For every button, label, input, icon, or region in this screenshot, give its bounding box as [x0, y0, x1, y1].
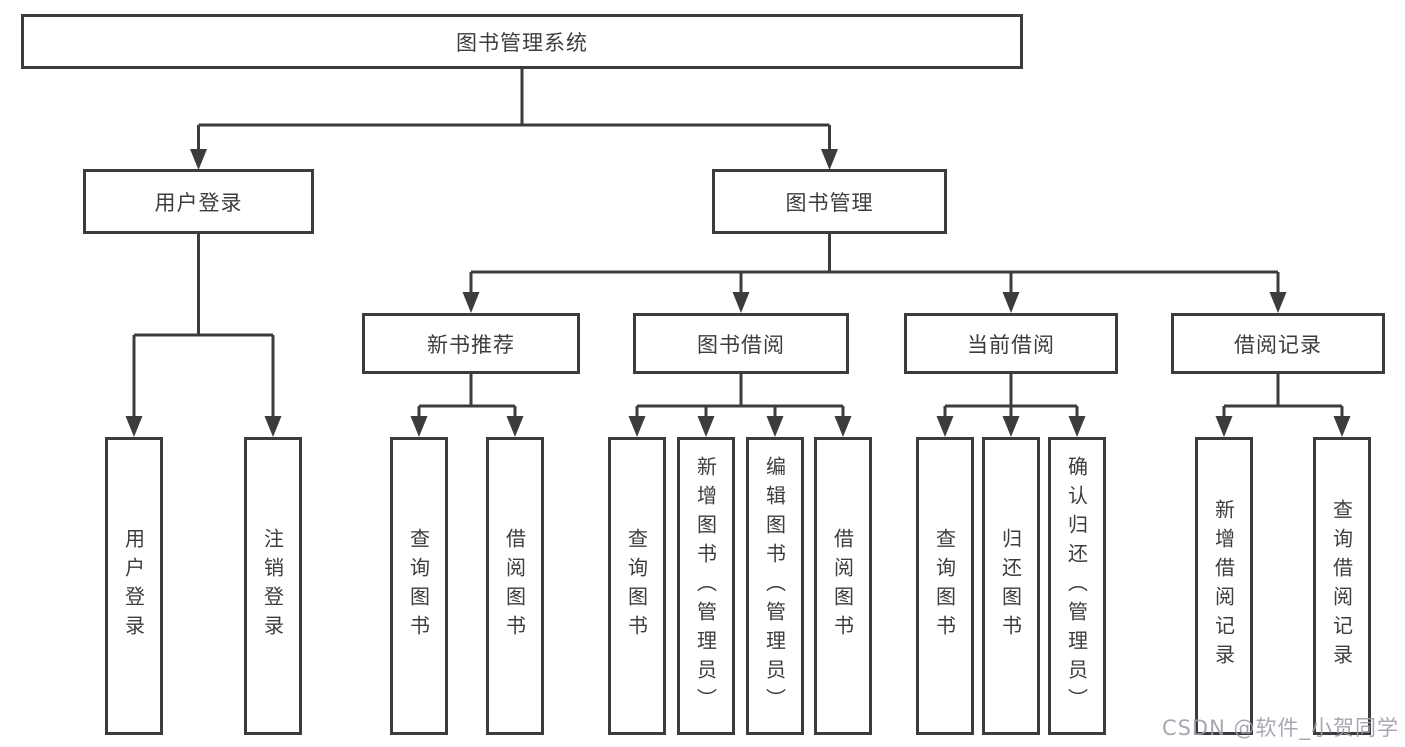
arrowhead [190, 149, 207, 170]
leaf-current-query-books: 查询图书 [916, 437, 974, 735]
node-root-system: 图书管理系统 [21, 14, 1023, 69]
connector-currentborrow-to-leaves [943, 374, 1079, 420]
node-book-management: 图书管理 [712, 169, 947, 234]
arrowhead [462, 292, 480, 313]
leaf-borrow-query-books: 查询图书 [608, 437, 666, 735]
arrowheads [125, 149, 1351, 437]
arrowhead [1333, 416, 1351, 437]
arrowhead [125, 416, 143, 437]
csdn-watermark: CSDN @软件_小贺同学 [1161, 716, 1399, 740]
connector-bookborrow-to-leaves [635, 374, 845, 420]
arrowhead [821, 149, 838, 170]
connector-newbook-to-leaves [417, 374, 517, 420]
leaf-current-return-books: 归还图书 [982, 437, 1040, 735]
connector-root-to-level2 [197, 69, 831, 152]
leaf-newbook-query-books: 查询图书 [390, 437, 448, 735]
node-borrow-record: 借阅记录 [1171, 313, 1385, 374]
leaf-borrow-edit-books-admin: 编辑图书（管理员） [746, 437, 804, 735]
arrowhead [834, 416, 852, 437]
connector-lines [132, 69, 1344, 420]
leaf-current-confirm-return-admin: 确认归还（管理员） [1048, 437, 1106, 735]
arrowhead [264, 416, 282, 437]
arrowhead [1002, 416, 1020, 437]
arrowhead [628, 416, 646, 437]
arrowhead [506, 416, 524, 437]
node-new-book-recommend: 新书推荐 [362, 313, 580, 374]
leaf-user-login: 用户登录 [105, 437, 163, 735]
leaf-record-add-borrow-record: 新增借阅记录 [1195, 437, 1253, 735]
arrowhead [697, 416, 715, 437]
arrowhead [1269, 292, 1287, 313]
arrowhead [1002, 292, 1020, 313]
leaf-borrow-add-books-admin: 新增图书（管理员） [677, 437, 735, 735]
leaf-borrow-borrow-books: 借阅图书 [814, 437, 872, 735]
leaf-logout: 注销登录 [244, 437, 302, 735]
connector-borrowrecord-to-leaves [1222, 374, 1344, 420]
node-current-borrow: 当前借阅 [904, 313, 1118, 374]
arrowhead [732, 292, 750, 313]
node-user-login: 用户登录 [83, 169, 314, 234]
connector-bookmgmt-to-level3 [469, 234, 1280, 295]
arrowhead [766, 416, 784, 437]
connector-userlogin-to-leaves [132, 234, 275, 420]
arrowhead [1215, 416, 1233, 437]
arrowhead [1068, 416, 1086, 437]
leaf-newbook-borrow-books: 借阅图书 [486, 437, 544, 735]
leaf-record-query-borrow-record: 查询借阅记录 [1313, 437, 1371, 735]
arrowhead [936, 416, 954, 437]
arrowhead [410, 416, 428, 437]
node-book-borrow: 图书借阅 [633, 313, 849, 374]
